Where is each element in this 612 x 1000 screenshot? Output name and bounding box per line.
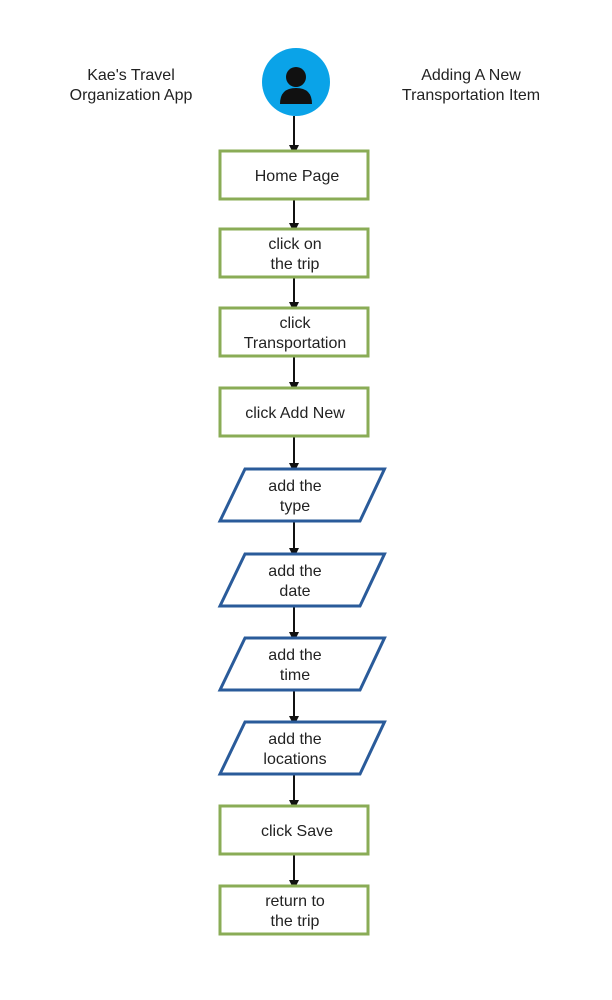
step-label-line: the trip xyxy=(271,256,320,273)
step-label-line: return to xyxy=(265,893,325,910)
step-label-line: add the xyxy=(268,563,321,580)
process-box xyxy=(218,227,370,279)
step-label-line: Transportation xyxy=(244,335,347,352)
step-7-io: add the time xyxy=(217,636,387,692)
step-6-io: add the date xyxy=(217,552,387,608)
step-label-line: time xyxy=(280,667,310,684)
flow-title-line-1: Adding A New xyxy=(421,67,521,84)
process-box xyxy=(218,149,370,201)
step-9-process: click Save xyxy=(218,804,370,856)
io-parallelogram xyxy=(217,552,387,608)
app-name-line-1: Kae's Travel xyxy=(87,67,175,84)
step-label-line: locations xyxy=(263,751,326,768)
step-label-line: click Add New xyxy=(245,405,345,422)
step-label-line: click xyxy=(279,315,311,332)
io-parallelogram xyxy=(217,720,387,776)
step-label-line: click Save xyxy=(261,823,333,840)
step-label-line: add the xyxy=(268,647,321,664)
step-label-line: add the xyxy=(268,731,321,748)
step-label-line: click on xyxy=(268,236,321,253)
step-nodes: Home Page click on the trip clickTransporta… xyxy=(217,149,387,936)
app-name-caption: Kae's Travel Organization App xyxy=(40,66,222,106)
flow-title-caption: Adding A New Transportation Item xyxy=(376,66,566,106)
process-box xyxy=(218,884,370,936)
step-label-line: type xyxy=(280,498,310,515)
io-parallelogram xyxy=(217,636,387,692)
process-box xyxy=(218,306,370,358)
step-4-process: click Add New xyxy=(218,386,370,438)
user-icon xyxy=(280,67,312,104)
step-5-io: add the type xyxy=(217,467,387,523)
step-label-line: add the xyxy=(268,478,321,495)
process-box xyxy=(218,804,370,856)
step-label-line: Home Page xyxy=(255,168,340,185)
step-label-line: date xyxy=(279,583,310,600)
start-node xyxy=(262,48,330,116)
io-parallelogram xyxy=(217,467,387,523)
step-10-process: return to the trip xyxy=(218,884,370,936)
step-8-io: add the locations xyxy=(217,720,387,776)
app-name-line-2: Organization App xyxy=(69,87,193,104)
process-box xyxy=(218,386,370,438)
step-label-line: the trip xyxy=(271,913,320,930)
flow-title-line-2: Transportation Item xyxy=(401,87,541,104)
step-2-process: click on the trip xyxy=(218,227,370,279)
step-1-process: Home Page xyxy=(218,149,370,201)
